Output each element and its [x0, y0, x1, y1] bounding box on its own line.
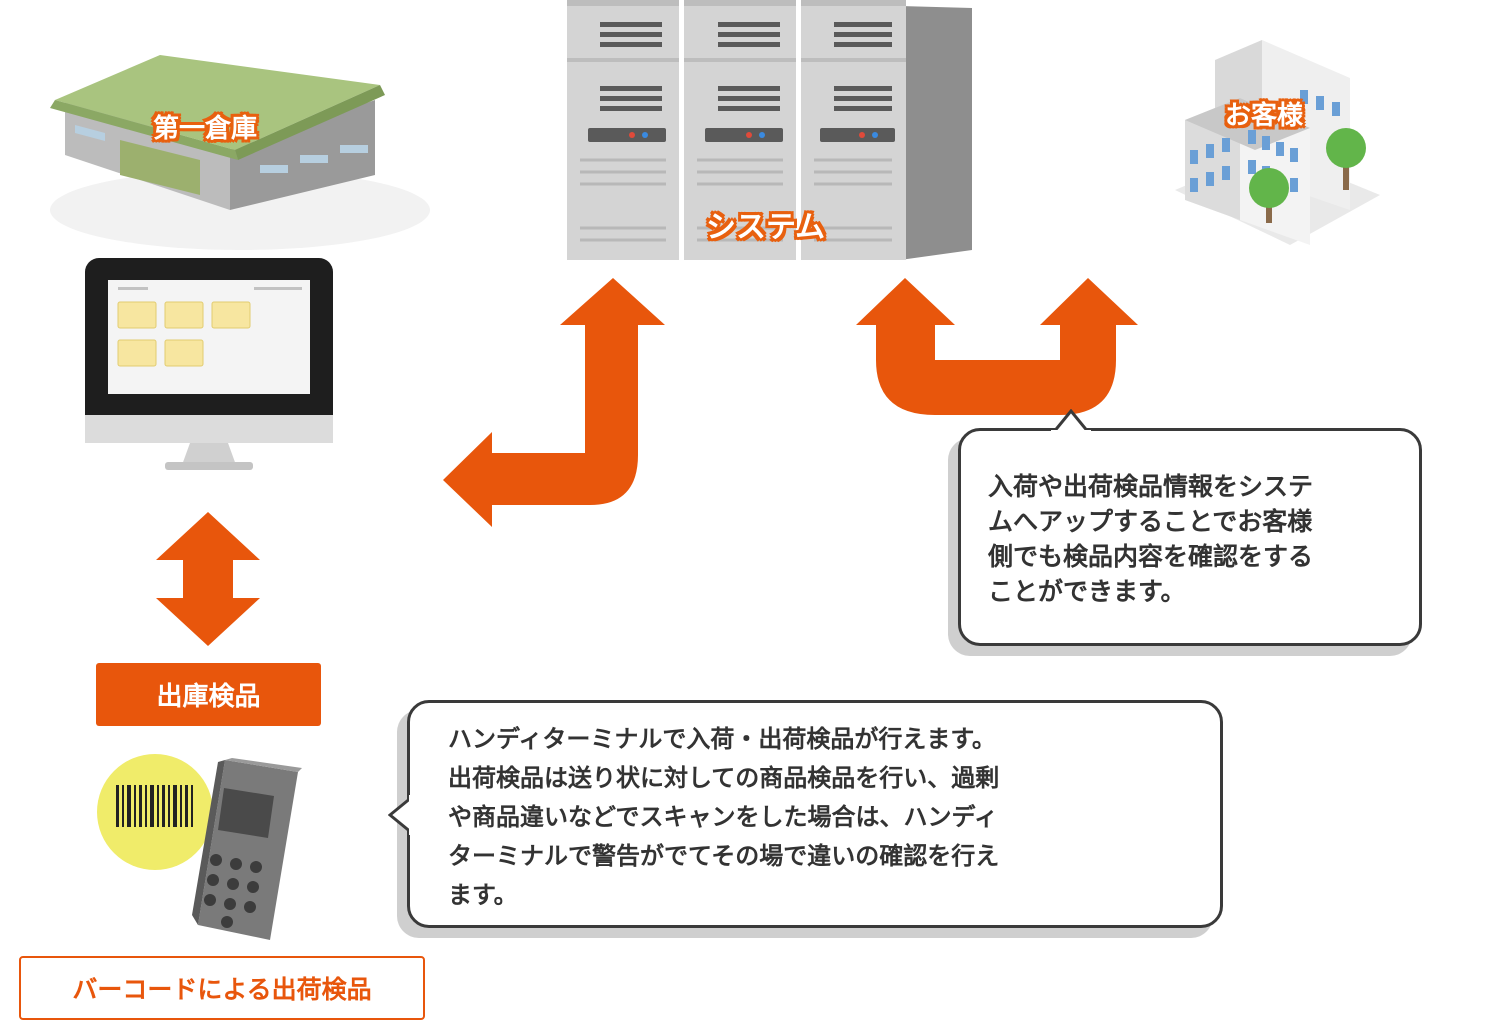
customer-label: お客様: [1225, 101, 1304, 131]
system-upload-text: 入荷や出荷検品情報をシステ ムへアップすることでお客様 側でも検品内容を確認をす…: [988, 472, 1314, 606]
handy-terminal-bubble: ハンディターミナルで入荷・出荷検品が行えます。 出荷検品は送り状に対しての商品検…: [388, 700, 1223, 928]
handy-terminal-icon: [97, 754, 302, 940]
desktop-monitor-icon: [85, 258, 333, 470]
warehouse-label: 第一倉庫: [153, 114, 258, 144]
arrow-system-customer-icon: [856, 278, 1138, 415]
bubble-tail-icon: [1051, 409, 1091, 435]
server-rack-icon: [567, 0, 972, 260]
arrow-pc-terminal-icon: [156, 512, 260, 646]
system-upload-bubble: 入荷や出荷検品情報をシステ ムへアップすることでお客様 側でも検品内容を確認をす…: [958, 409, 1422, 646]
warehouse-icon: [50, 55, 430, 250]
shipping-inspection-label: 出庫検品: [96, 663, 321, 726]
handy-terminal-text: ハンディターミナルで入荷・出荷検品が行えます。 出荷検品は送り状に対しての商品検…: [448, 725, 1000, 909]
bubble-tail-icon: [388, 795, 414, 835]
tree-icon: [1249, 128, 1366, 223]
arrow-system-to-pc-icon: [443, 278, 665, 527]
barcode-icon: [116, 785, 193, 827]
barcode-inspection-label: バーコードによる出荷検品: [19, 956, 425, 1020]
system-label: システム: [706, 210, 826, 245]
office-building-icon: [1175, 40, 1380, 245]
